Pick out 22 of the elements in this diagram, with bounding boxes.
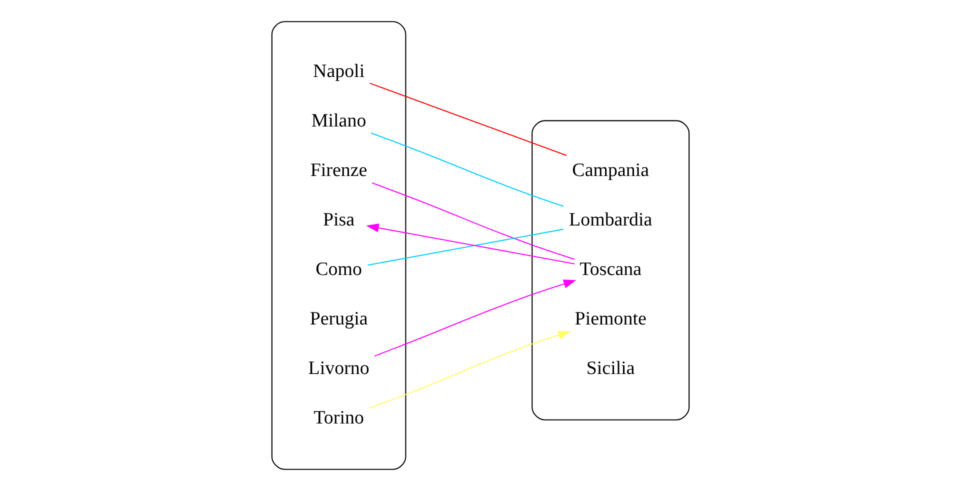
arrow	[368, 330, 571, 408]
node-text: Toscana	[580, 258, 642, 280]
arrow	[366, 223, 575, 264]
connector	[372, 182, 575, 260]
connector	[370, 82, 567, 156]
arrow	[374, 279, 576, 356]
node-text: Pisa	[323, 208, 355, 230]
node-text: Sicilia	[586, 357, 635, 378]
node-text: Firenze	[310, 159, 368, 180]
node-text: Napoli	[313, 60, 365, 82]
connector	[368, 228, 564, 266]
node-text: Milano	[311, 110, 366, 131]
cluster	[532, 120, 690, 420]
node-text: Como	[316, 258, 362, 280]
cluster	[271, 20, 406, 470]
node-text: Lombardia	[569, 208, 652, 230]
node-text: Campania	[572, 159, 650, 180]
node-text: Torino	[314, 406, 364, 428]
node-text: Piemonte	[574, 308, 646, 329]
node-text: Livorno	[308, 357, 370, 378]
connector	[370, 132, 564, 206]
node-text: Perugia	[310, 308, 368, 329]
